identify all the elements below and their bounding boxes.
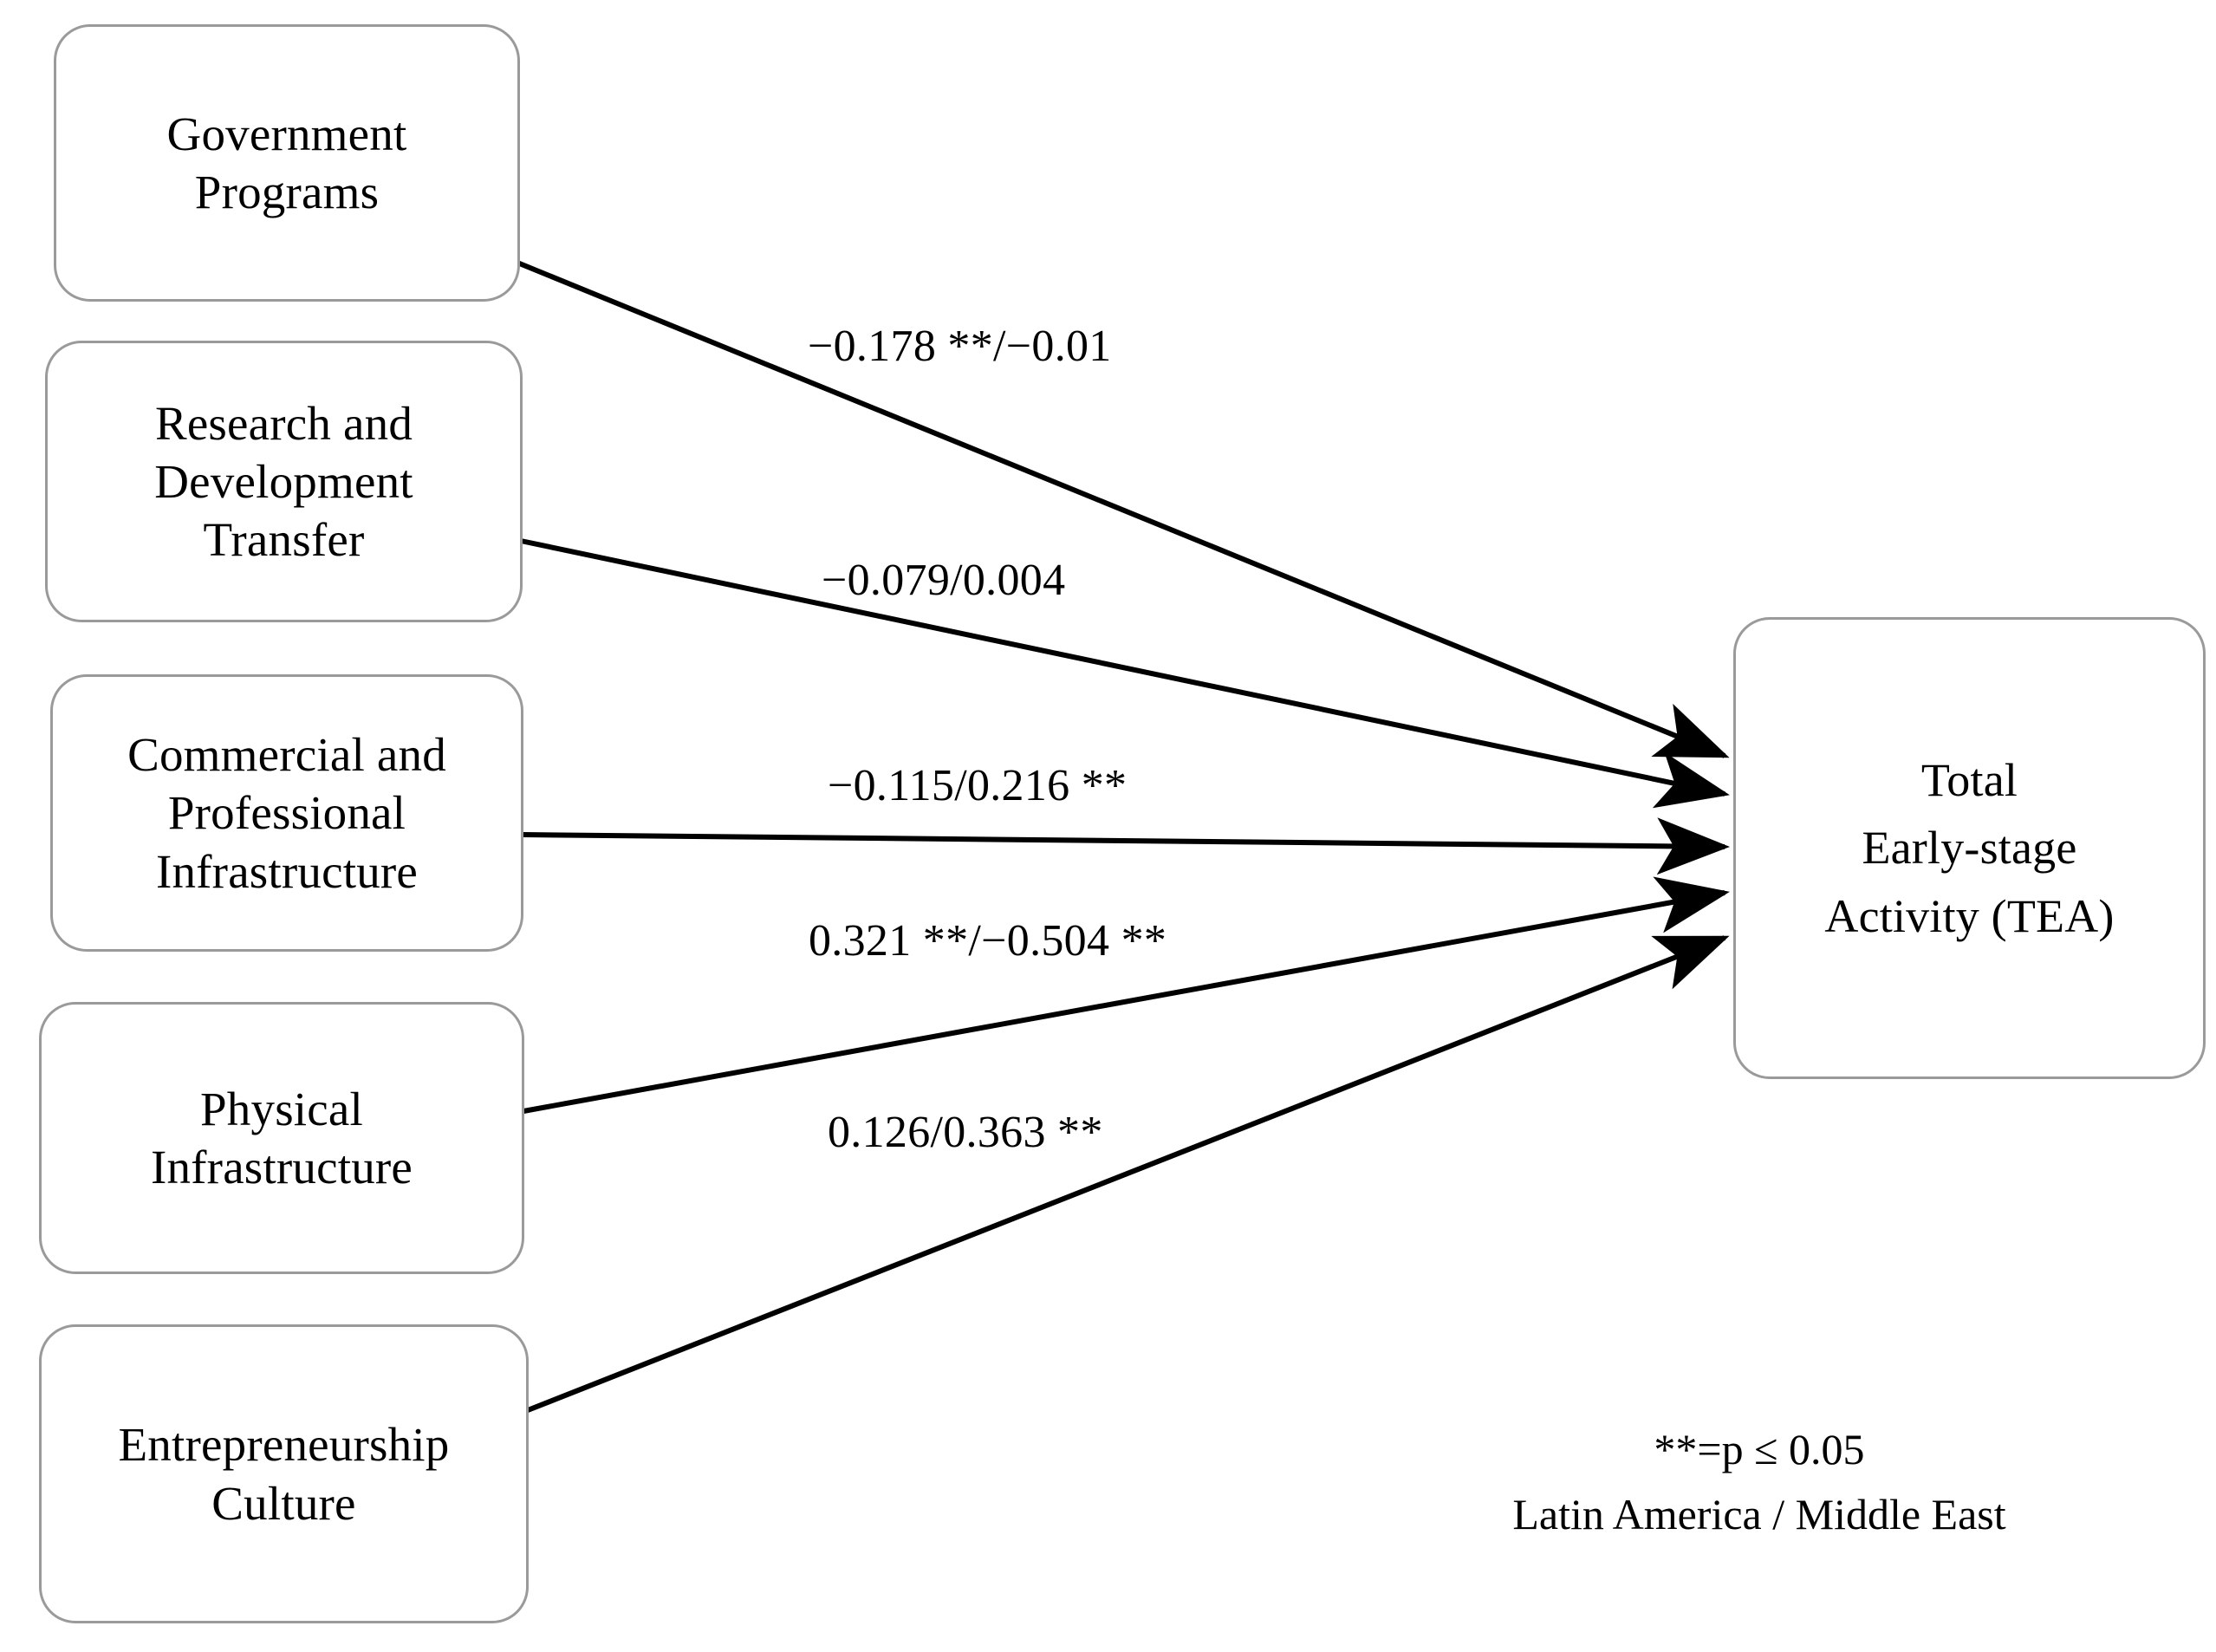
edge-arrow-research-and-development-transfer	[520, 538, 1730, 809]
edge-arrow-commercial-and-professional-infrastructure	[523, 817, 1730, 875]
edge-label-entrepreneurship-culture: 0.126/0.363 **	[828, 1108, 1103, 1157]
node-entrepreneurship-culture[interactable]: Entrepreneurship Culture	[39, 1324, 529, 1623]
node-research-and-development-transfer[interactable]: Research and Development Transfer	[45, 341, 523, 622]
node-commercial-and-professional-infrastructure[interactable]: Commercial and Professional Infrastructu…	[50, 674, 523, 952]
edge-label-commercial-and-professional-infrastructure: −0.115/0.216 **	[828, 761, 1127, 810]
node-research-and-development-transfer-label: Research and Development Transfer	[154, 396, 413, 567]
node-physical-infrastructure[interactable]: Physical Infrastructure	[39, 1002, 524, 1274]
node-entrepreneurship-culture-label: Entrepreneurship Culture	[118, 1418, 450, 1530]
edge-label-research-and-development-transfer: −0.079/0.004	[822, 556, 1066, 605]
edge-label-physical-infrastructure: 0.321 **/−0.504 **	[809, 916, 1167, 966]
node-total-early-stage-activity-label: Total Early-stage Activity (TEA)	[1824, 754, 2115, 942]
edge-arrow-entrepreneurship-culture	[526, 935, 1730, 1413]
node-commercial-and-professional-infrastructure-label: Commercial and Professional Infrastructu…	[127, 728, 446, 898]
node-government-programs-label: Government Programs	[166, 107, 407, 218]
edge-label-government-programs: −0.178 **/−0.01	[808, 322, 1112, 371]
legend: **=p ≤ 0.05 Latin America / Middle East	[1413, 1417, 2106, 1547]
legend-group-order: Latin America / Middle East	[1512, 1490, 2006, 1538]
node-physical-infrastructure-label: Physical Infrastructure	[150, 1082, 413, 1193]
node-total-early-stage-activity[interactable]: Total Early-stage Activity (TEA)	[1733, 617, 2206, 1079]
legend-significance-note: **=p ≤ 0.05	[1654, 1425, 1865, 1473]
node-government-programs[interactable]: Government Programs	[54, 24, 520, 302]
edge-arrow-government-programs	[516, 260, 1730, 758]
